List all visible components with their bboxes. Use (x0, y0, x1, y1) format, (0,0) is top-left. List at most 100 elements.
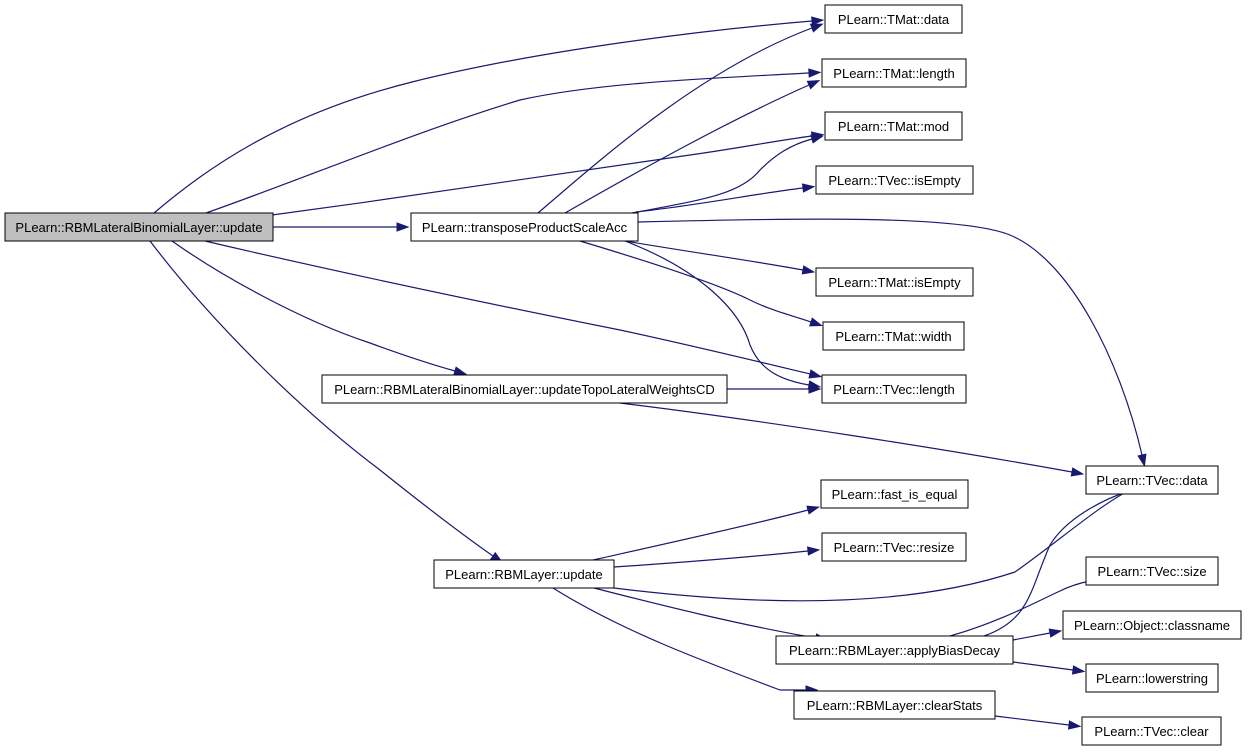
node-box[interactable] (821, 58, 967, 88)
graph-node[interactable]: PLearn::TVec::resize (821, 532, 967, 562)
graph-node[interactable]: PLearn::Object::classname (1062, 610, 1242, 640)
arrow-head-icon (396, 222, 410, 232)
edge-line (635, 187, 804, 213)
arrow-head-icon (801, 265, 816, 275)
node-label[interactable]: PLearn::fast_is_equal (832, 487, 958, 502)
node-box[interactable] (821, 374, 967, 404)
node-box[interactable] (775, 635, 1014, 665)
call-edge (613, 546, 821, 568)
graph-node[interactable]: PLearn::TMat::isEmpty (815, 267, 974, 297)
node-label[interactable]: PLearn::RBMLateralBinomialLayer::update (15, 220, 262, 235)
arrow-head-icon (1048, 628, 1063, 638)
node-box[interactable] (815, 165, 974, 195)
call-edge (204, 240, 823, 379)
arrow-head-icon (811, 16, 825, 26)
edge-line (592, 509, 809, 561)
node-box[interactable] (410, 212, 639, 242)
node-label[interactable]: PLearn::TVec::length (833, 382, 954, 397)
arrow-head-icon (453, 366, 468, 376)
edge-line (994, 715, 1070, 726)
node-label[interactable]: PLearn::TVec::data (1096, 473, 1208, 488)
node-label[interactable]: PLearn::TMat::width (835, 329, 951, 344)
graph-node[interactable]: PLearn::fast_is_equal (820, 479, 969, 509)
graph-node[interactable]: PLearn::TVec::clear (1081, 716, 1222, 746)
node-label[interactable]: PLearn::TMat::length (833, 66, 954, 81)
graph-node[interactable]: PLearn::TMat::length (821, 58, 967, 88)
graph-node[interactable]: PLearn::TVec::size (1085, 556, 1219, 586)
graph-node[interactable]: PLearn::RBMLayer::applyBiasDecay (775, 635, 1014, 665)
graph-node[interactable]: PLearn::TVec::length (821, 374, 967, 404)
node-label[interactable]: PLearn::lowerstring (1096, 671, 1208, 686)
edge-line (1012, 661, 1074, 671)
node-label[interactable]: PLearn::TMat::data (838, 12, 950, 27)
node-label[interactable]: PLearn::RBMLayer::update (445, 567, 603, 582)
edge-line (624, 240, 804, 271)
node-label[interactable]: PLearn::TVec::clear (1094, 724, 1209, 739)
graph-node[interactable]: PLearn::TMat::data (824, 4, 963, 34)
graph-node[interactable]: PLearn::TMat::width (822, 321, 965, 351)
call-edge (592, 505, 821, 561)
arrow-head-icon (806, 505, 821, 515)
call-edge (631, 134, 825, 214)
node-box[interactable] (815, 267, 974, 297)
edge-line (204, 240, 811, 375)
node-box[interactable] (824, 111, 963, 141)
arrow-head-icon (809, 317, 823, 327)
arrow-head-icon (806, 79, 821, 90)
node-box[interactable] (793, 690, 996, 720)
node-label[interactable]: PLearn::TVec::size (1097, 564, 1206, 579)
node-label[interactable]: PLearn::TMat::isEmpty (828, 275, 961, 290)
node-box[interactable] (820, 479, 969, 509)
arrow-head-icon (1067, 720, 1082, 730)
nodes-layer: PLearn::RBMLateralBinomialLayer::updateP… (4, 4, 1242, 746)
node-label[interactable]: PLearn::Object::classname (1074, 618, 1230, 633)
node-label[interactable]: PLearn::TVec::resize (834, 540, 955, 555)
node-label[interactable]: PLearn::transposeProductScaleAcc (422, 220, 628, 235)
graph-node[interactable]: PLearn::transposeProductScaleAcc (410, 212, 639, 242)
node-label[interactable]: PLearn::TMat::mod (838, 119, 949, 134)
edge-line (637, 218, 1143, 456)
edge-line (624, 240, 810, 386)
node-box[interactable] (1085, 465, 1219, 495)
call-edge (635, 183, 816, 213)
node-box[interactable] (1081, 716, 1222, 746)
edge-line (171, 240, 456, 372)
graph-node[interactable]: PLearn::RBMLateralBinomialLayer::updateT… (321, 374, 728, 404)
graph-node[interactable]: PLearn::RBMLateralBinomialLayer::update (4, 212, 274, 242)
call-edge (205, 68, 822, 214)
root-node-box[interactable] (4, 212, 274, 242)
call-edge (153, 16, 825, 214)
node-box[interactable] (821, 532, 967, 562)
call-edge (637, 218, 1147, 468)
call-edge (619, 402, 1085, 477)
node-box[interactable] (824, 4, 963, 34)
edges-layer (149, 16, 1147, 730)
call-edge (273, 222, 410, 232)
node-box[interactable] (321, 374, 728, 404)
arrow-head-icon (1071, 665, 1086, 675)
graph-node[interactable]: PLearn::lowerstring (1085, 663, 1219, 693)
edge-line (552, 587, 806, 691)
node-label[interactable]: PLearn::TVec::isEmpty (828, 173, 961, 188)
node-label[interactable]: PLearn::RBMLateralBinomialLayer::updateT… (334, 382, 715, 397)
arrow-head-icon (807, 546, 821, 556)
node-box[interactable] (1085, 556, 1219, 586)
arrow-head-icon (1070, 467, 1085, 477)
node-box[interactable] (1062, 610, 1242, 640)
graph-node[interactable]: PLearn::TVec::data (1085, 465, 1219, 495)
edge-line (149, 240, 494, 557)
node-label[interactable]: PLearn::RBMLayer::applyBiasDecay (789, 643, 1000, 658)
node-box[interactable] (1085, 663, 1219, 693)
arrow-head-icon (808, 384, 822, 394)
node-label[interactable]: PLearn::RBMLayer::clearStats (807, 698, 983, 713)
graph-node[interactable]: PLearn::TVec::isEmpty (815, 165, 974, 195)
arrow-head-icon (810, 134, 825, 144)
graph-node[interactable]: PLearn::RBMLayer::clearStats (793, 690, 996, 720)
node-box[interactable] (822, 321, 965, 351)
arrow-head-icon (1137, 453, 1147, 468)
graph-node[interactable]: PLearn::RBMLayer::update (433, 559, 615, 589)
edge-line (153, 20, 813, 214)
graph-node[interactable]: PLearn::TMat::mod (824, 111, 963, 141)
call-edge (1012, 628, 1063, 641)
node-box[interactable] (433, 559, 615, 589)
